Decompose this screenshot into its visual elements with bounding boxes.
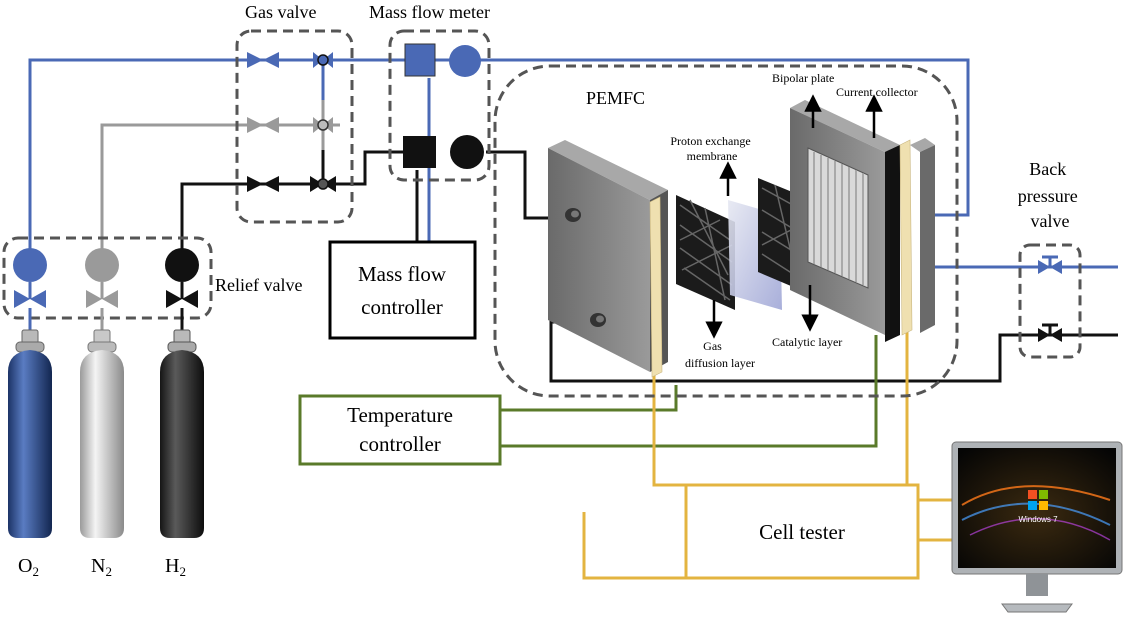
cell-tester-box: Cell tester xyxy=(684,483,920,580)
computer-monitor: Windows 7 xyxy=(951,441,1123,613)
temperature-wires xyxy=(500,335,878,448)
callout-arrows xyxy=(705,94,883,339)
left-end-plate xyxy=(548,140,668,372)
gas-valve-o2-right[interactable] xyxy=(313,52,333,68)
left-gasket xyxy=(649,196,663,378)
gas-valve-n2-right[interactable] xyxy=(313,117,333,133)
gas-valve-n2-left[interactable] xyxy=(247,117,279,133)
svg-text:controller: controller xyxy=(359,432,441,456)
bipolar-plate xyxy=(790,100,900,335)
relief-valve-h2[interactable] xyxy=(165,248,199,308)
right-gasket xyxy=(899,139,913,336)
gas-diffusion-layer-label: Gas diffusion layer xyxy=(685,339,755,370)
gas-valve-o2-left[interactable] xyxy=(247,52,279,68)
cylinder-o2 xyxy=(8,308,52,538)
mass-flow-meter-label: Mass flow meter xyxy=(369,2,490,22)
mass-flow-controller-box: Mass flow controller xyxy=(328,240,477,340)
group-boxes xyxy=(2,29,1082,398)
right-end-plate xyxy=(910,138,935,333)
relief-valve-o2[interactable] xyxy=(13,248,47,308)
cylinder-n2 xyxy=(80,308,124,538)
proton-exchange-membrane-label: Proton exchange membrane xyxy=(670,134,753,163)
mass-flow-meter-o2-circle xyxy=(449,45,481,77)
gas-valve-h2-left[interactable] xyxy=(247,176,279,192)
back-pressure-valve-o2[interactable] xyxy=(1038,255,1062,274)
pemfc-label: PEMFC xyxy=(586,88,645,108)
current-collector-label: Current collector xyxy=(836,85,918,99)
back-pressure-valve-h2[interactable] xyxy=(1038,323,1062,342)
cylinder-label-o2: O2 xyxy=(18,555,39,579)
catalytic-layer-label: Catalytic layer xyxy=(772,335,842,349)
windows-logo-icon xyxy=(1028,490,1048,510)
svg-text:controller: controller xyxy=(361,295,443,319)
current-collector xyxy=(885,145,900,342)
svg-text:Temperature: Temperature xyxy=(347,403,453,427)
bipolar-plate-label: Bipolar plate xyxy=(772,71,834,85)
gas-valve-h2-right[interactable] xyxy=(310,176,336,192)
gas-diffusion-layer-left xyxy=(676,195,735,310)
svg-text:Cell tester: Cell tester xyxy=(759,520,845,544)
os-text: Windows 7 xyxy=(1018,515,1058,524)
cylinder-label-h2: H2 xyxy=(165,555,186,579)
mass-flow-meter-h2-square xyxy=(403,136,436,168)
back-pressure-valve-label: Back pressure valve xyxy=(1018,159,1082,231)
svg-text:Mass flow: Mass flow xyxy=(358,262,447,286)
gas-valve-label: Gas valve xyxy=(245,2,316,22)
nitrogen-line xyxy=(100,100,340,258)
mass-flow-meter-o2-square xyxy=(404,43,436,77)
mass-flow-meter-h2-circle xyxy=(450,135,484,169)
temperature-controller-box: Temperature controller xyxy=(298,394,502,466)
relief-valve-label: Relief valve xyxy=(215,275,302,295)
relief-valve-n2[interactable] xyxy=(85,248,119,308)
cylinder-h2 xyxy=(160,308,204,538)
cylinder-label-n2: N2 xyxy=(91,555,112,579)
